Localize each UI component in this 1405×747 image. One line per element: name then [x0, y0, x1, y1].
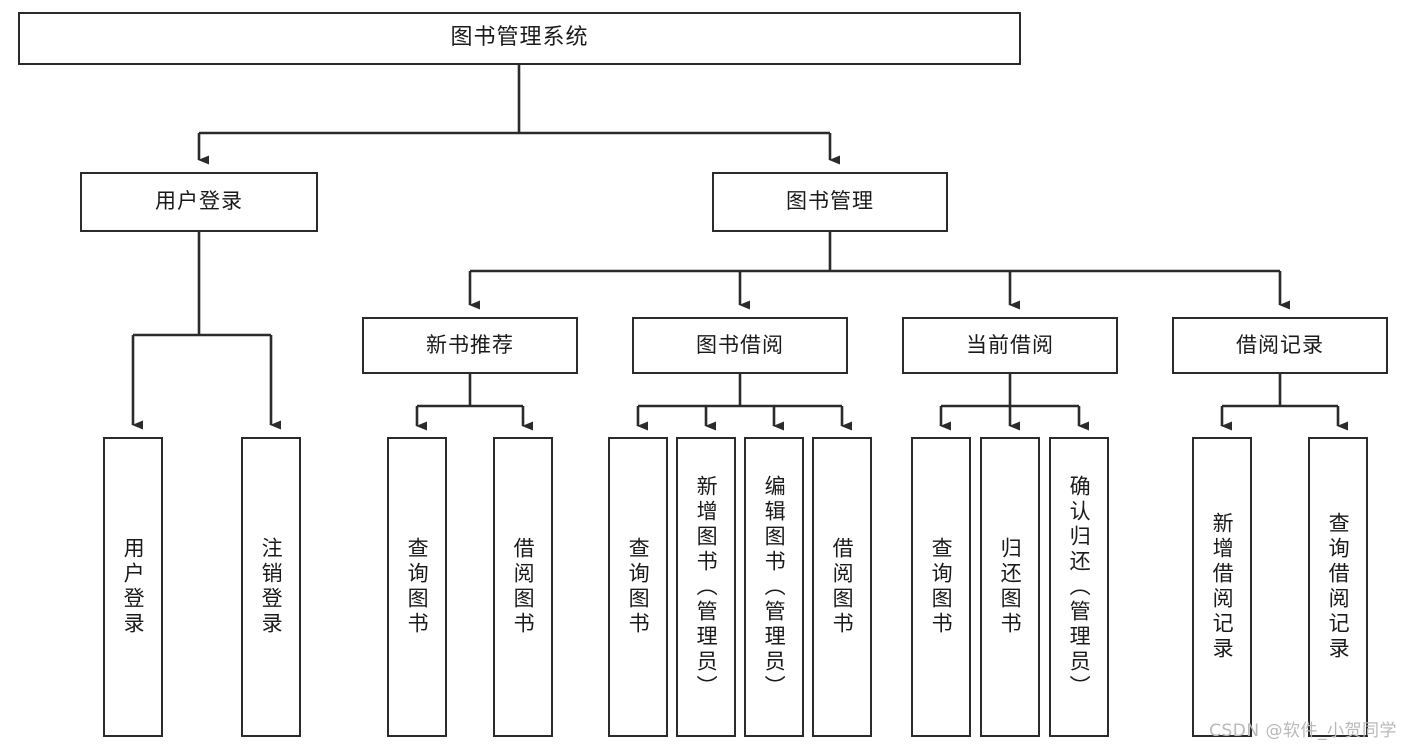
node-label: 用户登录 — [121, 537, 146, 637]
node-leaf-return-book[interactable]: 归还图书 — [980, 437, 1040, 737]
node-borrow-record[interactable]: 借阅记录 — [1172, 317, 1388, 374]
node-label: 借阅记录 — [1236, 332, 1324, 357]
node-leaf-query-book-current[interactable]: 查询图书 — [911, 437, 971, 737]
node-leaf-query-book-new[interactable]: 查询图书 — [387, 437, 447, 737]
node-label: 查询图书 — [626, 537, 651, 637]
node-leaf-query-borrow-record[interactable]: 查询借阅记录 — [1308, 437, 1368, 737]
node-leaf-query-book-borrow[interactable]: 查询图书 — [608, 437, 668, 737]
node-leaf-borrow-book[interactable]: 借阅图书 — [812, 437, 872, 737]
node-leaf-user-login[interactable]: 用户登录 — [103, 437, 163, 737]
node-label: 归还图书 — [998, 537, 1023, 637]
node-leaf-add-borrow-record[interactable]: 新增借阅记录 — [1192, 437, 1252, 737]
node-label: 注销登录 — [259, 537, 284, 637]
node-leaf-add-book-admin[interactable]: 新增图书（管理员） — [676, 437, 736, 737]
node-label: 查询图书 — [929, 537, 954, 637]
node-root-book-management-system[interactable]: 图书管理系统 — [18, 12, 1021, 65]
node-label: 确认归还（管理员） — [1067, 474, 1092, 700]
node-label: 当前借阅 — [966, 332, 1054, 357]
node-label: 新书推荐 — [426, 332, 514, 357]
node-leaf-logout[interactable]: 注销登录 — [241, 437, 301, 737]
node-leaf-edit-book-admin[interactable]: 编辑图书（管理员） — [744, 437, 804, 737]
node-label: 查询图书 — [405, 537, 430, 637]
node-label: 借阅图书 — [830, 537, 855, 637]
node-label: 编辑图书（管理员） — [762, 474, 787, 700]
node-label: 图书管理系统 — [450, 25, 589, 51]
node-label: 用户登录 — [155, 189, 243, 214]
node-label: 新增借阅记录 — [1210, 512, 1235, 662]
csdn-watermark: CSDN @软件_小贺同学 — [1209, 721, 1397, 741]
node-book-management[interactable]: 图书管理 — [712, 172, 948, 232]
node-book-borrow[interactable]: 图书借阅 — [632, 317, 848, 374]
node-label: 新增图书（管理员） — [694, 474, 719, 700]
node-label: 借阅图书 — [511, 537, 536, 637]
node-label: 查询借阅记录 — [1326, 512, 1351, 662]
node-leaf-borrow-book-new[interactable]: 借阅图书 — [493, 437, 553, 737]
node-new-book-recommend[interactable]: 新书推荐 — [362, 317, 578, 374]
node-label: 图书借阅 — [696, 332, 784, 357]
node-leaf-confirm-return-admin[interactable]: 确认归还（管理员） — [1049, 437, 1109, 737]
node-label: 图书管理 — [786, 189, 874, 214]
node-current-borrow[interactable]: 当前借阅 — [902, 317, 1118, 374]
node-user-login[interactable]: 用户登录 — [80, 172, 318, 232]
